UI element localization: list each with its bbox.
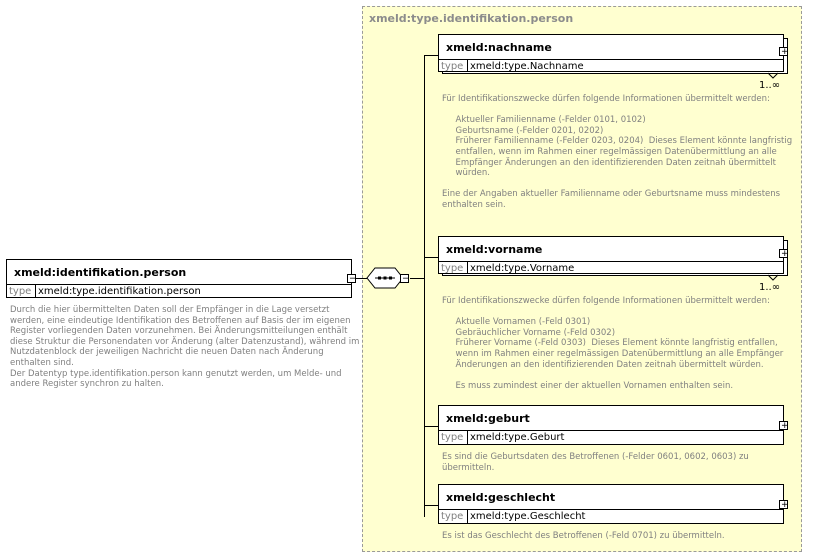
sequence-icon <box>378 276 392 280</box>
branch-geschlecht <box>424 505 438 506</box>
cardinality-nachname: 1..∞ <box>759 80 781 91</box>
cardinality-vorname: 1..∞ <box>759 282 781 293</box>
plus-icon: + <box>781 249 789 259</box>
doc-geburt: Es sind die Geburtsdaten des Betroffenen… <box>442 452 749 473</box>
type-key: type <box>441 61 464 72</box>
type-value: xmeld:type.Geburt <box>470 432 565 443</box>
branch-vorname <box>424 257 438 258</box>
vorname-expand-button[interactable]: + <box>779 249 789 259</box>
root-connector <box>356 278 367 279</box>
type-area <box>362 6 802 552</box>
root-type-key: type <box>9 286 32 297</box>
sequence-connector <box>410 278 425 279</box>
sequence-compositor[interactable] <box>366 267 416 289</box>
type-key: type <box>441 511 464 522</box>
minus-icon: − <box>349 274 357 284</box>
element-geburt[interactable]: xmeld:geburt type xmeld:type.Geburt <box>438 405 784 445</box>
type-value: xmeld:type.Geschlecht <box>470 511 586 522</box>
plus-icon: + <box>781 421 789 431</box>
root-collapse-button[interactable]: − <box>347 274 357 284</box>
cardinality-marker <box>767 72 779 79</box>
type-value: xmeld:type.Vorname <box>470 263 575 274</box>
nachname-expand-button[interactable]: + <box>779 47 789 57</box>
geschlecht-expand-button[interactable]: + <box>779 500 789 510</box>
plus-icon: + <box>781 47 789 57</box>
sequence-collapse-button[interactable]: − <box>400 274 410 284</box>
plus-icon: + <box>781 500 789 510</box>
type-key: type <box>441 432 464 443</box>
root-type-value: xmeld:type.identifikation.person <box>38 286 201 297</box>
root-element-name: xmeld:identifikation.person <box>14 266 187 279</box>
type-value: xmeld:type.Nachname <box>470 61 584 72</box>
type-area-title: xmeld:type.identifikation.person <box>369 12 574 25</box>
element-name: xmeld:geburt <box>446 412 530 425</box>
element-name: xmeld:nachname <box>446 41 552 54</box>
element-nachname[interactable]: xmeld:nachname type xmeld:type.Nachname <box>438 34 784 72</box>
doc-nachname: Für Identifikationszwecke dürfen folgend… <box>442 94 793 210</box>
type-key: type <box>441 263 464 274</box>
children-trunk <box>424 55 425 517</box>
cardinality-marker <box>767 274 779 281</box>
branch-nachname <box>424 55 438 56</box>
geburt-expand-button[interactable]: + <box>779 421 789 431</box>
root-element[interactable]: xmeld:identifikation.person type xmeld:t… <box>6 259 352 298</box>
doc-vorname: Für Identifikationszwecke dürfen folgend… <box>442 296 784 391</box>
root-documentation: Durch die hier übermittelten Daten soll … <box>10 305 360 390</box>
element-name: xmeld:geschlecht <box>446 491 556 504</box>
element-name: xmeld:vorname <box>446 243 543 256</box>
branch-geburt <box>424 426 438 427</box>
doc-geschlecht: Es ist das Geschlecht des Betroffenen (-… <box>442 531 725 541</box>
element-vorname[interactable]: xmeld:vorname type xmeld:type.Vorname <box>438 236 784 274</box>
minus-icon: − <box>402 274 410 284</box>
element-geschlecht[interactable]: xmeld:geschlecht type xmeld:type.Geschle… <box>438 484 784 524</box>
